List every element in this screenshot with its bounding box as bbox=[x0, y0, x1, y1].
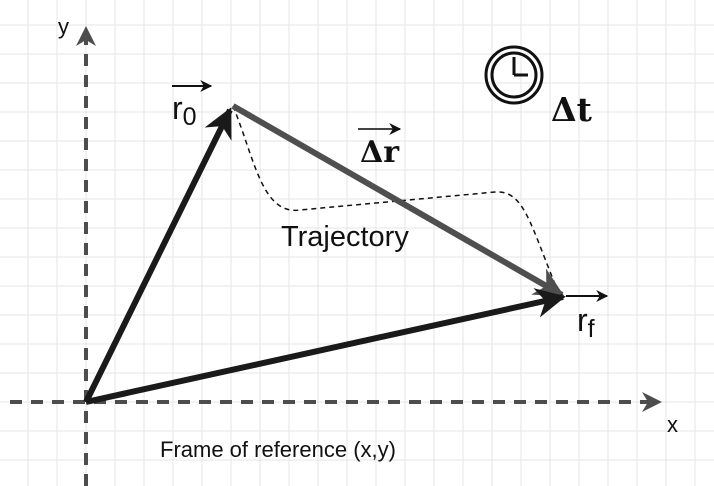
x-axis-label: x bbox=[667, 412, 678, 437]
y-axis-label: y bbox=[58, 14, 69, 39]
frame-of-reference-label: Frame of reference (x,y) bbox=[160, 437, 396, 462]
displacement-vector bbox=[231, 103, 565, 298]
r0-label: r0 bbox=[172, 90, 197, 131]
displacement-label: Δr bbox=[360, 135, 400, 170]
trajectory-label: Trajectory bbox=[281, 221, 409, 253]
rf-label: rf bbox=[577, 302, 595, 343]
time-interval-label: Δt bbox=[551, 90, 593, 129]
final-position-vector bbox=[85, 288, 566, 405]
clock-icon bbox=[484, 45, 544, 105]
initial-position-vector bbox=[83, 107, 233, 404]
